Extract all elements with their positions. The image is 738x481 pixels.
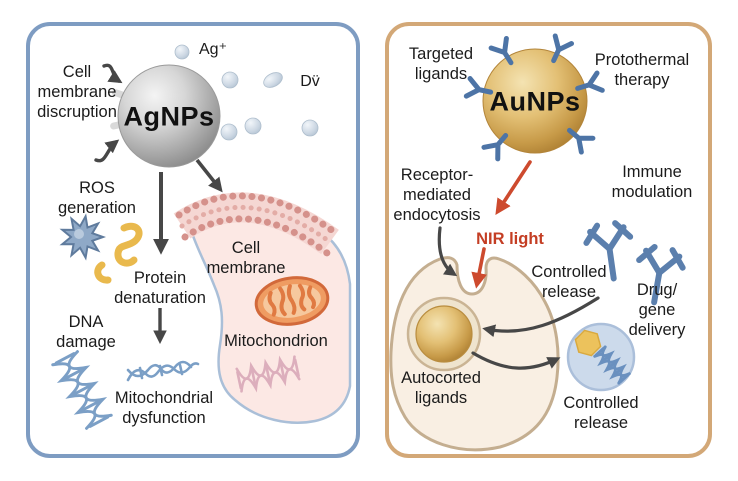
nir-light-arrow-lower bbox=[471, 247, 487, 289]
species-label: Dv̈ bbox=[300, 73, 320, 90]
targeted-ligands-label: Targeted ligands bbox=[408, 45, 474, 83]
membrane-disruption-label: Cell membrane discruption bbox=[37, 63, 117, 121]
protein-denaturation-label: Protein denaturation bbox=[114, 269, 206, 307]
mitochondrion-label: Mitochondrion bbox=[224, 332, 328, 350]
membrane-disruption-arrow-top bbox=[102, 63, 123, 84]
immune-modulation-label: Immune modulation bbox=[611, 163, 693, 201]
receptor-endocytosis-label: Receptor- mediated endocytosis bbox=[393, 166, 481, 224]
damaged-dna-icon bbox=[126, 360, 200, 382]
mitochondrion-icon bbox=[254, 276, 330, 326]
mitochondrial-dysfunction-label: Mitochondrial dysfunction bbox=[114, 389, 214, 427]
silver-nanoparticle bbox=[117, 64, 221, 168]
cell-membrane-bilayer-icon bbox=[173, 192, 339, 257]
nir-light-label: NIR light bbox=[476, 230, 544, 248]
aunps-artwork bbox=[389, 22, 712, 452]
aunps-panel: Targeted ligands Protothermal therapy Re… bbox=[385, 22, 712, 458]
agnps-title: AgNPs bbox=[123, 101, 215, 132]
aunps-art-layer: Targeted ligands Protothermal therapy Re… bbox=[385, 22, 712, 458]
gold-nanoparticle bbox=[482, 48, 588, 154]
vesicle-icon bbox=[566, 322, 636, 392]
membrane-attack-arrow bbox=[195, 158, 223, 193]
drug-hexagon-icon bbox=[574, 329, 602, 357]
agnps-artwork bbox=[51, 44, 352, 430]
ros-starburst-icon bbox=[59, 213, 106, 261]
ros-generation-label: ROS generation bbox=[58, 179, 136, 217]
aunps-title: AuNPs bbox=[489, 86, 581, 117]
controlled-release-top-label: Controlled release bbox=[531, 263, 607, 301]
nir-light-arrow-upper bbox=[495, 160, 532, 215]
dna-helix-icon bbox=[51, 350, 113, 430]
silver-ion-label: Ag⁺ bbox=[198, 41, 228, 58]
drug-gene-delivery-label: Drug/ gene delivery bbox=[628, 281, 686, 339]
autocorted-ligands-label: Autocorted ligands bbox=[401, 369, 481, 407]
release-to-nanoparticle-arrow bbox=[482, 296, 600, 338]
agnps-panel: Ag⁺ Dv̈ Cell membrane discruption ROS ge… bbox=[26, 22, 360, 458]
silver-ion-cluster bbox=[174, 44, 319, 141]
controlled-release-bottom-label: Controlled release bbox=[563, 394, 639, 432]
membrane-disruption-arrow-bottom bbox=[94, 139, 120, 163]
agnps-art-layer: Ag⁺ Dv̈ Cell membrane discruption ROS ge… bbox=[26, 22, 360, 458]
protothermal-therapy-label: Protothermal therapy bbox=[594, 51, 690, 89]
internalized-nanoparticle bbox=[406, 296, 482, 372]
endocytosis-arrow bbox=[437, 226, 458, 277]
nanoparticle-to-vesicle-arrow bbox=[471, 351, 561, 370]
cell-membrane-label: Cell membrane bbox=[206, 239, 286, 277]
dna-damage-label: DNA damage bbox=[56, 313, 116, 351]
protein-squiggle-icon bbox=[94, 222, 143, 284]
